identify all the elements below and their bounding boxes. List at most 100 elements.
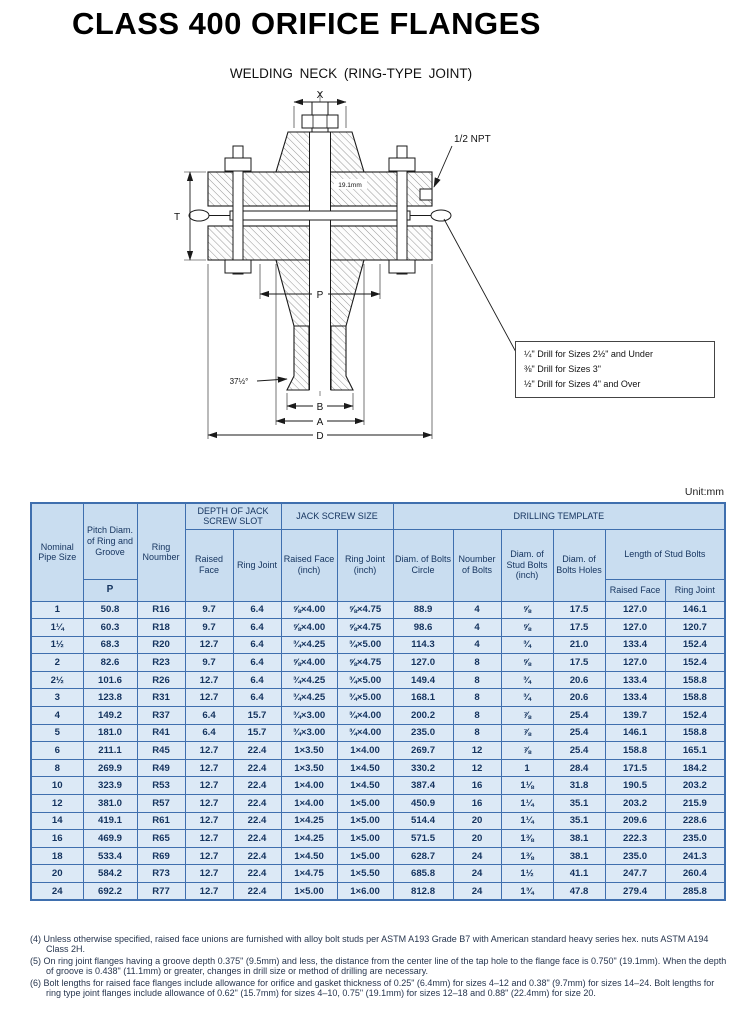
drawing-subtitle: WELDING NECK (RING-TYPE JOINT) <box>229 66 473 81</box>
table-cell: 584.2 <box>82 864 138 883</box>
table-cell: ⅞ <box>500 706 554 725</box>
table-cell: ¾×3.00 <box>280 723 338 743</box>
table-cell: 1×4.50 <box>336 776 394 796</box>
table-cell: 20 <box>452 829 502 848</box>
table-cell: 2½ <box>30 670 84 690</box>
table-cell: 1×5.00 <box>336 846 394 866</box>
table-cell: ¾×5.00 <box>336 688 394 708</box>
table-cell: 149.4 <box>392 670 454 690</box>
table-cell: 1½ <box>30 635 84 655</box>
tap-depth-dim: 19.1mm <box>334 179 367 189</box>
table-cell: 24 <box>452 864 502 883</box>
table-cell: 6 <box>30 741 84 760</box>
callout-line-3: ½" Drill for Sizes 4" and Over <box>524 378 641 389</box>
table-cell: 450.9 <box>392 794 454 813</box>
table-cell: 1×4.00 <box>280 794 338 813</box>
table-cell: 6.4 <box>232 653 282 672</box>
table-cell: 211.1 <box>82 741 138 760</box>
dim-d: D <box>207 264 433 442</box>
table-cell: 20 <box>30 864 84 883</box>
table-cell: 50.8 <box>82 600 138 620</box>
spec-table-section: Nominal Pipe Size Pitch Diam. of Ring an… <box>30 502 727 902</box>
table-cell: 38.1 <box>552 829 606 848</box>
table-cell: ¾ <box>500 688 554 708</box>
table-cell: 330.2 <box>392 758 454 778</box>
table-cell: 6.4 <box>232 618 282 637</box>
table-cell: 127.0 <box>604 600 666 620</box>
table-cell: 1×5.00 <box>336 829 394 848</box>
table-cell: 8 <box>452 688 502 708</box>
table-cell: 68.3 <box>82 635 138 655</box>
col-header-bolt-circle: Diam. of Bolts Circle <box>392 528 454 602</box>
table-cell: 9.7 <box>184 600 234 620</box>
table-cell: 22.4 <box>232 776 282 796</box>
table-cell: 1×5.00 <box>280 882 338 901</box>
technical-drawing: X T 19.1mm 1/2 NPT P <box>90 88 730 442</box>
table-cell: 12.7 <box>184 829 234 848</box>
callout-line-2: ⅜" Drill for Sizes 3" <box>524 363 601 374</box>
table-cell: 4 <box>452 635 502 655</box>
table-cell: 6.4 <box>184 723 234 743</box>
table-cell: 16 <box>30 829 84 848</box>
table-cell: 6.4 <box>232 635 282 655</box>
table-cell: 6.4 <box>232 670 282 690</box>
table-cell: ¾ <box>500 670 554 690</box>
footnote-5: (5) On ring joint flanges having a groov… <box>30 956 727 977</box>
table-cell: 158.8 <box>664 723 726 743</box>
table-cell: 17.5 <box>552 653 606 672</box>
table-cell: 279.4 <box>604 882 666 901</box>
table-cell: 12.7 <box>184 741 234 760</box>
table-cell: R53 <box>136 776 186 796</box>
table-cell: 16 <box>452 794 502 813</box>
dim-b-label: B <box>317 402 324 413</box>
table-cell: 8 <box>452 653 502 672</box>
dim-x-label: X <box>317 90 324 101</box>
table-cell: ⅝×4.75 <box>336 618 394 637</box>
col-header-bolt-count: Noumber of Bolts <box>452 528 502 602</box>
flange-section-diagram: X T 19.1mm 1/2 NPT P <box>174 90 518 442</box>
dim-d-label: D <box>316 431 323 440</box>
dim-t: T <box>174 171 206 261</box>
table-cell: 133.4 <box>604 635 666 655</box>
table-cell: 4 <box>452 600 502 620</box>
table-cell: 38.1 <box>552 846 606 866</box>
col-header-nominal-pipe-size: Nominal Pipe Size <box>30 502 84 602</box>
table-cell: 6.4 <box>232 600 282 620</box>
table-cell: 3 <box>30 688 84 708</box>
table-cell: R37 <box>136 706 186 725</box>
table-cell: 133.4 <box>604 670 666 690</box>
table-cell: 20 <box>452 811 502 831</box>
table-cell: ⅝×4.00 <box>280 653 338 672</box>
table-cell: 1×5.50 <box>336 864 394 883</box>
top-vent-screw <box>301 101 339 133</box>
table-cell: 1×4.75 <box>280 864 338 883</box>
table-cell: 235.0 <box>392 723 454 743</box>
table-cell: 12 <box>30 794 84 813</box>
table-cell: 9.7 <box>184 618 234 637</box>
table-cell: 139.7 <box>604 706 666 725</box>
table-cell: 22.4 <box>232 741 282 760</box>
table-cell: 269.9 <box>82 758 138 778</box>
col-header-ring-number: Ring Noumber <box>136 502 186 602</box>
table-cell: 235.0 <box>664 829 726 848</box>
table-cell: 215.9 <box>664 794 726 813</box>
table-cell: 190.5 <box>604 776 666 796</box>
table-cell: 28.4 <box>552 758 606 778</box>
table-cell: 241.3 <box>664 846 726 866</box>
table-cell: 228.6 <box>664 811 726 831</box>
table-cell: 387.4 <box>392 776 454 796</box>
table-cell: 4 <box>30 706 84 725</box>
table-cell: 222.3 <box>604 829 666 848</box>
table-cell: 1×4.50 <box>336 758 394 778</box>
table-cell: R45 <box>136 741 186 760</box>
table-cell: ⅞ <box>500 741 554 760</box>
